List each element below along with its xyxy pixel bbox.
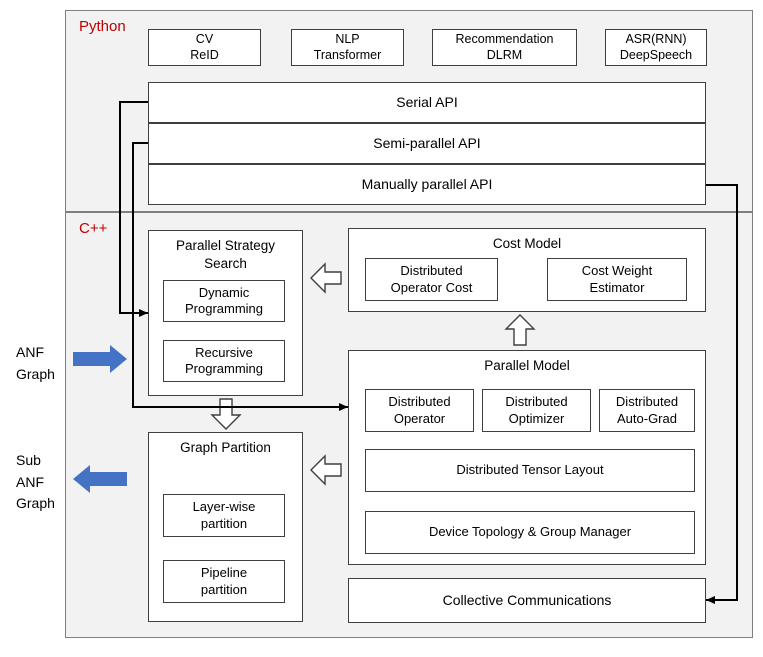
anf-graph-label: ANF Graph <box>16 344 55 382</box>
cost-weight-estimator-box: Cost Weight Estimator <box>547 258 687 301</box>
distributed-optimizer-box: Distributed Optimizer <box>482 389 591 432</box>
distributed-operator-box: Distributed Operator <box>365 389 474 432</box>
distributed-autograd-box: Distributed Auto-Grad <box>599 389 695 432</box>
device-topology-group-manager-box: Device Topology & Group Manager <box>365 511 695 554</box>
pipeline-partition-box: Pipeline partition <box>163 560 285 603</box>
app-box-nlp-transformer: NLP Transformer <box>291 29 404 66</box>
python-section-label: Python <box>79 18 126 35</box>
distributed-operator-cost-box: Distributed Operator Cost <box>365 258 498 301</box>
layer-wise-partition-box: Layer-wise partition <box>163 494 285 537</box>
serial-api-bar: Serial API <box>148 82 706 123</box>
dynamic-programming-box: Dynamic Programming <box>163 280 285 322</box>
distributed-tensor-layout-box: Distributed Tensor Layout <box>365 449 695 492</box>
app-box-cv-reid: CV ReID <box>148 29 261 66</box>
cost-model-title: Cost Model <box>492 236 562 251</box>
semi-parallel-api-bar: Semi-parallel API <box>148 123 706 164</box>
app-box-recommendation-dlrm: Recommendation DLRM <box>432 29 577 66</box>
parallel-model-title: Parallel Model <box>484 358 570 373</box>
recursive-programming-box: Recursive Programming <box>163 340 285 382</box>
graph-partition-title: Graph Partition <box>180 440 271 455</box>
collective-communications-bar: Collective Communications <box>348 578 706 623</box>
sub-anf-graph-label: Sub ANF Graph <box>16 452 55 512</box>
cpp-section-label: C++ <box>79 220 108 237</box>
app-box-asr-deepspeech: ASR(RNN) DeepSpeech <box>605 29 707 66</box>
manually-parallel-api-bar: Manually parallel API <box>148 164 706 205</box>
parallel-strategy-search-title: Parallel Strategy Search <box>175 238 276 271</box>
